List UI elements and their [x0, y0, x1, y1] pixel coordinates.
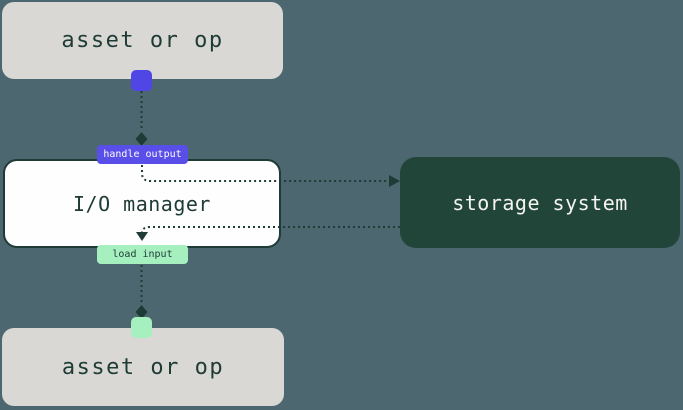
arrowhead-right-icon — [389, 175, 400, 187]
output-port-square — [131, 70, 152, 91]
handle-output-label: handle output — [103, 149, 182, 160]
storage-system-node: storage system — [400, 157, 680, 248]
handle-output-badge: handle output — [97, 145, 188, 164]
diamond-marker-top — [135, 132, 148, 146]
input-port-square — [131, 317, 152, 338]
asset-or-op-bottom-node: asset or op — [2, 328, 284, 406]
io-manager-label: I/O manager — [73, 191, 211, 216]
storage-system-label: storage system — [452, 190, 628, 215]
asset-or-op-top-label: asset or op — [61, 28, 224, 53]
load-input-label: load input — [112, 249, 173, 260]
load-input-badge: load input — [97, 245, 188, 264]
asset-or-op-bottom-label: asset or op — [61, 354, 225, 380]
io-manager-node: I/O manager — [3, 159, 281, 248]
asset-or-op-top-node: asset or op — [2, 2, 283, 79]
